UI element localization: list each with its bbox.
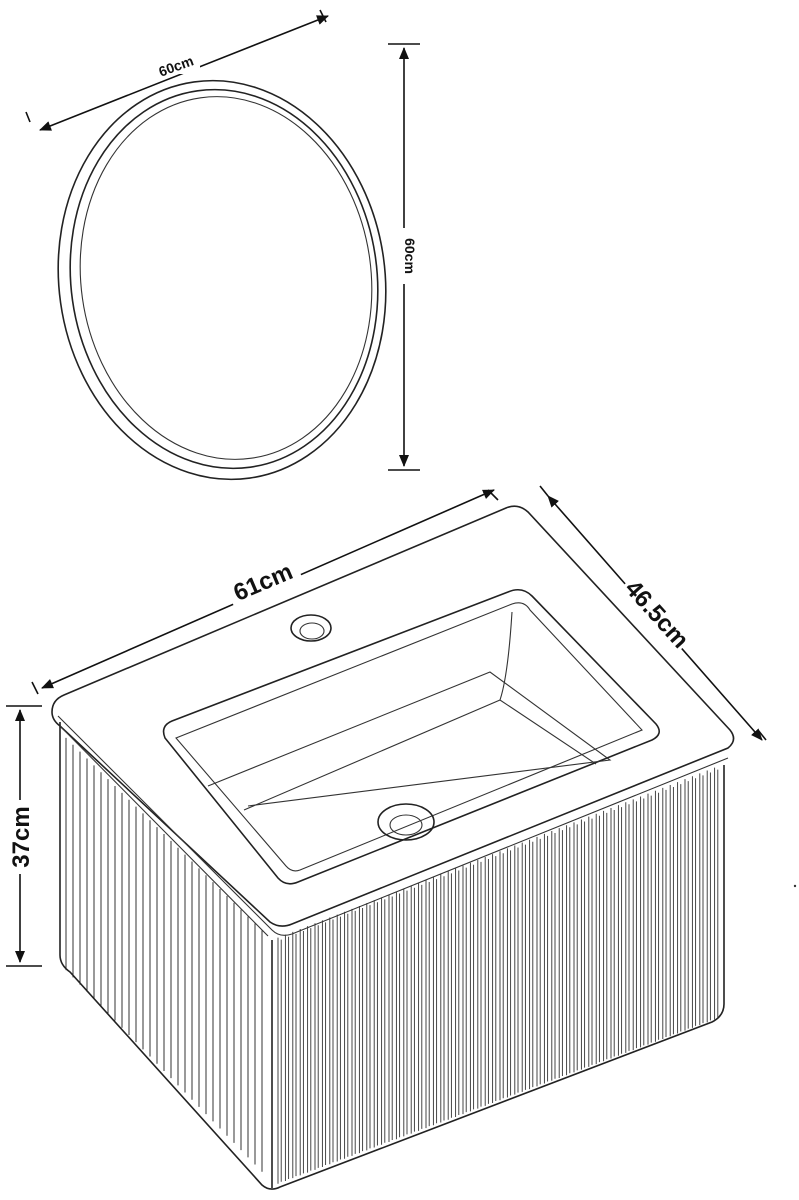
front-flute-line: [307, 926, 312, 1173]
front-flute-line: [292, 931, 297, 1179]
front-flute-line: [647, 793, 652, 1045]
ceramic-basin-top: [51, 505, 735, 937]
front-flute-line: [284, 934, 290, 1181]
front-flute-line: [410, 885, 415, 1134]
mirror-height-label: 60cm: [402, 238, 418, 274]
front-flute-line: [603, 810, 608, 1062]
front-flute-line: [617, 805, 623, 1056]
mirror-width-dimension: 60cm: [25, 9, 329, 131]
front-flute-line: [610, 808, 615, 1059]
front-flute-line: [543, 833, 549, 1084]
front-flute-line: [506, 848, 512, 1098]
front-flute-line: [558, 828, 563, 1078]
front-flute-line: [514, 845, 519, 1095]
front-flute-line: [662, 787, 667, 1040]
fluted-side-panel: [65, 737, 263, 1172]
front-flute-line: [447, 871, 452, 1120]
front-flute-line: [366, 903, 371, 1151]
round-mirror: [57, 79, 387, 481]
front-flute-line: [432, 877, 438, 1126]
front-flute-line: [336, 914, 341, 1162]
front-flute-line: [573, 822, 578, 1073]
front-flute-line: [418, 882, 423, 1131]
front-flute-line: [714, 767, 719, 1020]
front-flute-line: [440, 874, 445, 1123]
front-flute-line: [499, 851, 504, 1101]
front-flute-line: [373, 900, 378, 1148]
front-flute-line: [536, 836, 541, 1087]
front-flute-line: [484, 856, 489, 1106]
front-flute-line: [277, 937, 282, 1184]
front-flute-line: [521, 842, 526, 1092]
vanity-cabinet: [59, 722, 725, 1190]
fluted-front-panel: [277, 767, 719, 1184]
front-flute-line: [395, 891, 401, 1140]
front-flute-line: [654, 790, 660, 1042]
front-flute-line: [625, 802, 630, 1053]
front-flute-line: [595, 813, 600, 1065]
front-flute-line: [632, 799, 637, 1051]
front-flute-line: [566, 825, 571, 1076]
front-flute-line: [462, 865, 467, 1115]
front-flute-line: [691, 776, 697, 1028]
vanity-depth-label: 46.5cm: [619, 575, 694, 654]
front-flute-line: [588, 816, 593, 1067]
vanity-height-dimension: 37cm: [6, 705, 42, 967]
front-flute-line: [299, 929, 304, 1176]
drain-hole: [377, 803, 435, 841]
front-flute-line: [381, 897, 386, 1145]
front-flute-line: [403, 888, 408, 1137]
front-flute-line: [351, 908, 356, 1156]
front-flute-line: [425, 880, 430, 1129]
front-flute-line: [329, 917, 334, 1165]
front-flute-line: [314, 923, 319, 1170]
front-flute-line: [669, 784, 674, 1037]
front-flute-line: [477, 859, 482, 1109]
front-flute-line: [469, 862, 475, 1112]
front-flute-line: [706, 770, 711, 1023]
vanity-width-dimension: 61cm: [31, 489, 499, 695]
vanity-height-label: 37cm: [8, 806, 35, 867]
front-flute-line: [551, 831, 556, 1081]
stray-mark: [793, 884, 797, 888]
mirror-height-dimension: 60cm: [388, 43, 420, 471]
front-flute-line: [492, 854, 497, 1104]
front-flute-line: [640, 796, 645, 1048]
front-flute-line: [388, 894, 393, 1142]
front-flute-line: [580, 819, 586, 1070]
front-flute-line: [321, 920, 327, 1168]
front-flute-line: [529, 839, 534, 1090]
cabinet-outline: [59, 722, 725, 1190]
vanity-depth-dimension: 46.5cm: [539, 485, 767, 741]
front-flute-line: [699, 773, 704, 1026]
front-flute-line: [677, 782, 682, 1034]
tap-hole: [290, 614, 332, 642]
front-flute-line: [684, 779, 689, 1031]
front-flute-line: [358, 905, 364, 1154]
front-flute-line: [344, 911, 349, 1159]
front-flute-line: [455, 868, 460, 1117]
